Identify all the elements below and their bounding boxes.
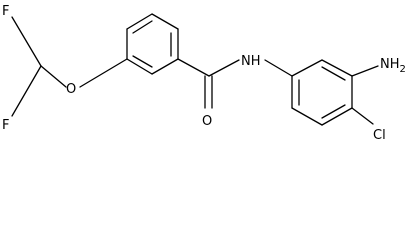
ring-b-inner-2 — [321, 104, 346, 119]
atom-f-lower: F — [2, 118, 9, 133]
atom-nh2: NH2 — [380, 57, 406, 75]
atom-nh2-subscript: 2 — [400, 64, 406, 75]
bond-carbonyl-n — [208, 59, 240, 77]
ring-b-inner-1 — [321, 66, 346, 81]
bond-f-upper-c — [11, 16, 42, 67]
ring-b-bond-1 — [291, 59, 323, 77]
ring-a-inner-3 — [132, 55, 153, 68]
bond-ring-nh2 — [351, 65, 379, 77]
ring-b-bond-5 — [291, 107, 323, 126]
atom-nh2-main: NH — [380, 57, 400, 72]
ring-a-bond-2 — [126, 13, 153, 30]
atom-cl: Cl — [373, 128, 386, 143]
bond-ring-carbonyl — [177, 58, 210, 77]
ring-a-inner-1 — [132, 20, 153, 34]
ring-a-bond-6 — [126, 58, 153, 75]
molecule-diagram: F F O O NH NH2 Cl — [2, 4, 406, 143]
bond-ring-cl — [351, 107, 374, 125]
atom-nh: NH — [241, 54, 261, 69]
bond-o-ether-ring — [79, 58, 128, 88]
ring-a-bond-5 — [151, 58, 179, 75]
ring-b-bond-4 — [321, 107, 353, 126]
atom-f-upper: F — [2, 4, 9, 19]
ring-a-bond-3 — [151, 13, 179, 30]
atom-o-ether: O — [66, 82, 76, 97]
molecule-structure: F F O O NH NH2 Cl — [2, 4, 406, 143]
bond-f-lower-c — [11, 65, 42, 117]
bond-c-o-ether — [40, 65, 67, 88]
ring-b-bond-2 — [321, 59, 353, 77]
atom-o-carbonyl: O — [202, 114, 212, 129]
bond-n-ring — [264, 59, 293, 77]
